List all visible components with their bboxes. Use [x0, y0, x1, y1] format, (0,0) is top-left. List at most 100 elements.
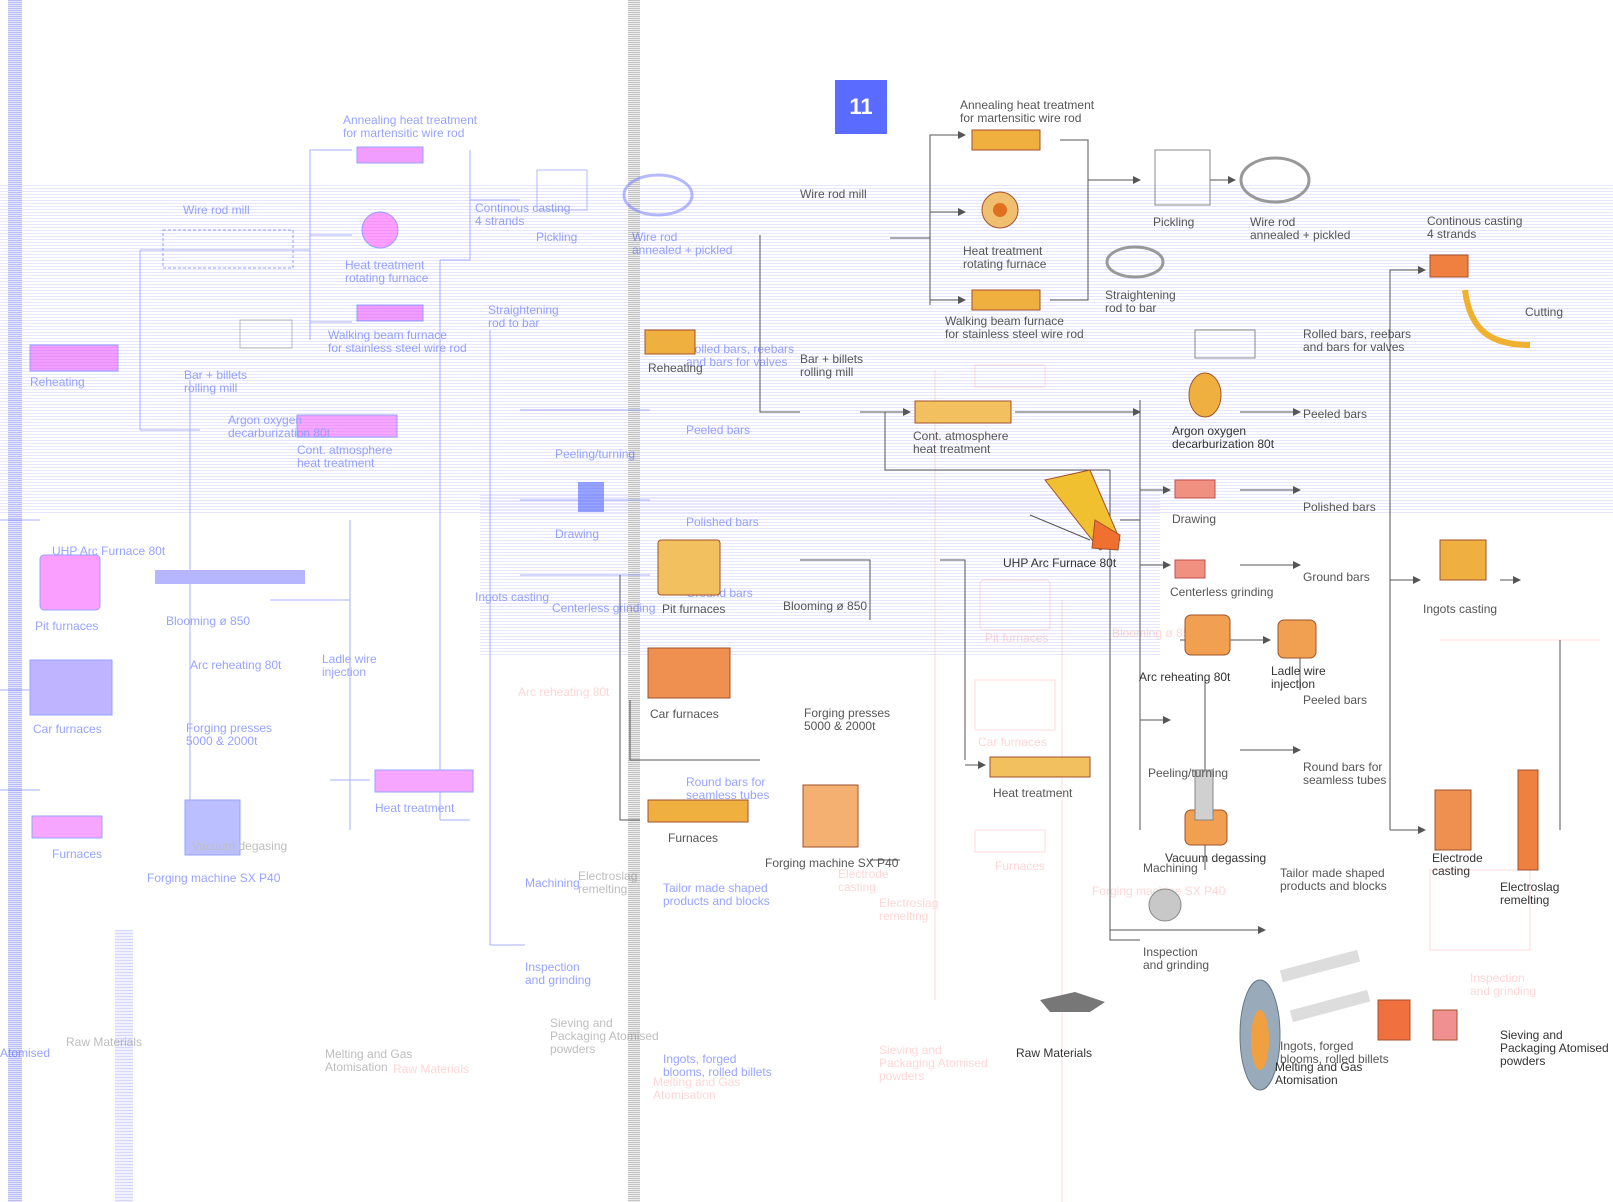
ghost-label-round-bars: Round bars for seamless tubes	[686, 775, 770, 802]
label-pickling: Pickling	[1153, 215, 1195, 229]
label-forging-machine: Forging machine SX P40	[765, 856, 899, 870]
ghost-label-ladle-wire: Ladle wire injection	[322, 652, 377, 679]
ghost-label-bar-billets-mill: Bar + billets rolling mill	[184, 368, 248, 395]
ghost-label-melting: Melting and Gas Atomisation	[325, 1047, 413, 1074]
label-ladle-wire: Ladle wire injection	[1271, 664, 1326, 691]
label-pit-furnaces: Pit furnaces	[662, 602, 726, 616]
label-rolled-bars: Rolled bars, reebars and bars for valves	[1303, 327, 1412, 354]
ghost-red-sieving: Sieving and Packaging Atomised powders	[879, 1043, 988, 1083]
ghost-label-tailor: Tailor made shaped products and blocks	[663, 881, 770, 908]
label-wire-rod-mill: Wire rod mill	[800, 187, 867, 201]
label-tailor: Tailor made shaped products and blocks	[1280, 866, 1387, 893]
ghost-label-heat-treatment: Heat treatment	[375, 801, 455, 815]
label-blooming: Blooming ø 850	[783, 599, 868, 613]
label-uhp: UHP Arc Furnace 80t	[1003, 556, 1117, 570]
ghost-red-arc-reheating: Arc reheating 80t	[518, 685, 610, 699]
ghost-label-peeled-bars: Peeled bars	[686, 423, 751, 437]
ghost-red-raw-materials: Raw Materials	[393, 1062, 470, 1076]
label-wire-rod-annealed: Wire rod annealed + pickled	[1250, 215, 1351, 242]
label-arc-reheating: Arc reheating 80t	[1139, 670, 1231, 684]
label-round-bars: Round bars for seamless tubes	[1303, 760, 1387, 787]
label-forging-presses: Forging presses 5000 & 2000t	[804, 706, 891, 733]
ghost-label-wire-rod-mill: Wire rod mill	[183, 203, 250, 217]
ghost-label-furnaces: Furnaces	[52, 847, 103, 861]
label-straightening: Straightening rod to bar	[1105, 288, 1176, 315]
left-edge-stripe	[8, 0, 22, 1202]
label-ground-bars: Ground bars	[1303, 570, 1370, 584]
ghost-label-peeling-turning: Peeling/turning	[555, 447, 636, 461]
label-car-furnaces: Car furnaces	[650, 707, 719, 721]
ghost-label-continuous-casting: Continous casting 4 strands	[475, 201, 571, 228]
label-melting: Melting and Gas Atomisation	[1275, 1060, 1363, 1087]
ghost-label-centerless: Centerless grinding	[552, 601, 656, 615]
ghost-label-arc-reheating: Arc reheating 80t	[190, 658, 282, 672]
label-inspection: Inspection and grinding	[1143, 945, 1210, 972]
ghost-red-car-furnaces: Car furnaces	[978, 735, 1047, 749]
ghost-label-straightening: Straightening rod to bar	[488, 303, 559, 330]
ghost-label-vacuum: Vacuum degasing	[192, 839, 288, 853]
label-cutting: Cutting	[1525, 305, 1564, 319]
label-vacuum: Vacuum degassing	[1165, 851, 1267, 865]
label-ingots-casting: Ingots casting	[1423, 602, 1498, 616]
ghost-label-wire-rod-annealed: Wire rod annealed + pickled	[632, 230, 733, 257]
label-heat-treatment: Heat treatment	[993, 786, 1073, 800]
ghost-label-argon: Argon oxygen decarburization 80t	[228, 413, 331, 440]
ghost-label-uhp: UHP Arc Furnace 80t	[52, 544, 166, 558]
label-sieving: Sieving and Packaging Atomised powders	[1500, 1028, 1609, 1068]
ghost-red-furnaces: Furnaces	[995, 859, 1046, 873]
label-machining: Machining	[1143, 861, 1198, 875]
ghost-label-ingots-casting: Ingots casting	[475, 590, 550, 604]
label-reheating: Reheating	[648, 361, 703, 375]
label-polished-bars: Polished bars	[1303, 500, 1376, 514]
label-argon: Argon oxygen decarburization 80t	[1172, 424, 1275, 451]
label-centerless: Centerless grinding	[1170, 585, 1274, 599]
ghost-label-sieving: Sieving and Packaging Atomised powders	[550, 1016, 659, 1056]
ghost-label-annealing: Annealing heat treatment for martensitic…	[343, 113, 478, 140]
label-electrode-casting: Electrode casting	[1432, 851, 1483, 878]
ghost-label-cont-atmosphere: Cont. atmosphere heat treatment	[297, 443, 393, 470]
ghost-label-polished-bars: Polished bars	[686, 515, 759, 529]
ghost-label-reheating: Reheating	[30, 375, 85, 389]
label-walking-beam: Walking beam furnace for stainless steel…	[945, 314, 1084, 341]
ghost-label-atomised: Atomised	[0, 1046, 51, 1060]
scanline-band-upper	[0, 185, 1613, 515]
label-raw-materials: Raw Materials	[1016, 1046, 1093, 1060]
page-number-badge: 11	[835, 80, 887, 134]
label-annealing: Annealing heat treatment for martensitic…	[960, 98, 1095, 125]
ghost-label-machining: Machining	[525, 876, 580, 890]
ghost-label-pickling: Pickling	[536, 230, 578, 244]
ghost-red-melting: Melting and Gas Atomisation	[653, 1075, 741, 1102]
ghost-label-walking-beam: Walking beam furnace for stainless steel…	[328, 328, 467, 355]
label-ingots-forged: Ingots, forged blooms, rolled billets	[1280, 1039, 1389, 1066]
label-cont-atmosphere: Cont. atmosphere heat treatment	[913, 429, 1009, 456]
lower-left-stripe	[115, 930, 133, 1202]
ghost-label-car-furnaces: Car furnaces	[33, 722, 102, 736]
ghost-red-inspection: Inspection and grinding	[1470, 971, 1537, 998]
ghost-label-inspection: Inspection and grinding	[525, 960, 592, 987]
label-peeling-turning: Peeling/turning	[1148, 766, 1229, 780]
ghost-label-blooming: Blooming ø 850	[166, 614, 251, 628]
ghost-red-electrode-casting: Electrode casting	[838, 867, 889, 894]
ghost-label-drawing: Drawing	[555, 527, 600, 541]
ghost-label-forging-presses: Forging presses 5000 & 2000t	[186, 721, 273, 748]
label-heat-treatment-rotating: Heat treatment rotating furnace	[963, 244, 1047, 271]
ghost-label-raw-materials: Raw Materials	[66, 1035, 143, 1049]
label-peeled-bars-1: Peeled bars	[1303, 407, 1368, 421]
label-drawing: Drawing	[1172, 512, 1217, 526]
ghost-label-ingots-forged: Ingots, forged blooms, rolled billets	[663, 1052, 772, 1079]
label-peeled-bars-2: Peeled bars	[1303, 693, 1368, 707]
ghost-label-pit-furnaces: Pit furnaces	[35, 619, 99, 633]
ghost-red-electroslag: Electroslag remelting	[879, 896, 939, 923]
label-electroslag: Electroslag remelting	[1500, 880, 1560, 907]
ghost-red-pit-furnaces: Pit furnaces	[985, 631, 1049, 645]
label-bar-billets-mill: Bar + billets rolling mill	[800, 352, 864, 379]
label-furnaces: Furnaces	[668, 831, 719, 845]
label-continuous-casting: Continous casting 4 strands	[1427, 214, 1523, 241]
ghost-label-forging-machine: Forging machine SX P40	[147, 871, 281, 885]
center-fold-stripe	[628, 0, 640, 1202]
